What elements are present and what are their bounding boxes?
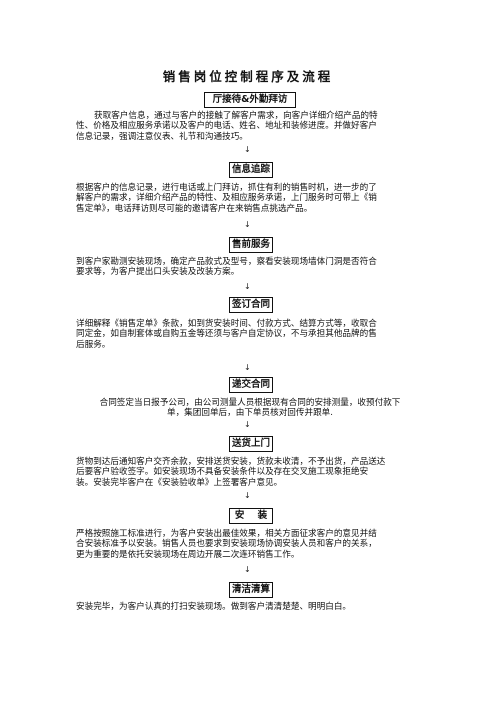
text-line: 合同签定当日报予公司，由公司测量人员根据现有合同的安排测量，收预付款下 [99, 398, 401, 408]
step-heading-followup: 信息追踪 [229, 162, 273, 178]
flow-arrow: ↓ [244, 420, 251, 429]
flow-arrow: ↓ [244, 491, 251, 500]
step-heading-reception: 厅接待&外勤拜访 [204, 92, 296, 108]
text-line: 严格按照施工标准进行，为客户安装出最佳效果，相关方面征求客户的意见并结 [76, 529, 377, 539]
step-heading-submit: 递交合同 [229, 377, 273, 393]
text-line: 后服务。 [76, 339, 111, 350]
text-line: 单，集团回单后，由下单员核对回传并跟单. [166, 408, 333, 419]
page-title: 销售岗位控制程序及流程 [162, 69, 334, 84]
step-text-contract: 详细解释《销售定单》条款，如到货安装时间、付款方式、结算方式等，收取合 同定金，… [76, 319, 377, 350]
step-text-cleanup: 安装完毕，为客户认真的打扫安装现场。做到客户清清楚楚、明明白白。 [76, 602, 351, 612]
text-line: 更为重要的是依托安装现场在周边开展二次连环销售工作。 [76, 549, 300, 560]
text-line: 货物到达后通知客户交齐余款，安排送货安装，货款未收清，不予出货，产品送达 [76, 457, 386, 467]
step-heading-cleanup: 清洁清算 [229, 582, 273, 598]
flow-arrow: ↓ [244, 565, 251, 574]
step-text-presales: 到客户家勘测安装现场，确定产品款式及型号，察看安装现场墙体门洞是否符合 要求等，… [76, 257, 377, 278]
flow-arrow: ↓ [244, 363, 251, 372]
flow-arrow: ↓ [244, 145, 251, 154]
flow-arrow: ↓ [244, 220, 251, 229]
step-heading-delivery: 送货上门 [229, 436, 273, 452]
text-line: 售定单》，电话拜访则尽可能的邀请客户在来销售点挑选产品。 [76, 203, 313, 214]
step-text-reception: 获取客户信息，通过与客户的接触了解客户需求，向客户详细介绍产品的特 性、价格及相… [76, 111, 378, 142]
text-line: 安装完毕，为客户认真的打扫安装现场。做到客户清清楚楚、明明白白。 [76, 602, 352, 612]
text-line: 详细解释《销售定单》条款，如到货安装时间、付款方式、结算方式等，收取合 [76, 319, 377, 329]
text-line: 信息记录，强调注意仪表、礼节和沟通技巧。 [76, 131, 248, 142]
text-line: 合安装标准予以安装。销售人员也要求到安装现场协调安装人员和客户的关系， [76, 539, 377, 550]
step-text-delivery: 货物到达后通知客户交齐余款，安排送货安装，货款未收清，不予出货，产品送达 后要客… [76, 457, 385, 488]
text-line: 后要客户验收签字。如安装现场不具备安装条件以及存在交叉施工现象拒绝安 [76, 467, 369, 478]
text-line: 到客户家勘测安装现场，确定产品款式及型号，察看安装现场墙体门洞是否符合 [76, 257, 377, 267]
text-line: 性、价格及相应服务承诺以及客户的电话、姓名、地址和装修进度。并做好客户 [76, 121, 377, 132]
text-line: 同定金，如自制套体或自购五金等还须与客户自定协议，不与承担其他品牌的售 [76, 329, 377, 340]
text-line: 根据客户的信息记录，进行电话或上门拜访，抓住有利的销售时机，进一步的了 [76, 183, 377, 193]
text-line: 装。安装完毕客户在《安装验收单》上签署客户意见。 [76, 477, 283, 488]
step-text-install: 严格按照施工标准进行，为客户安装出最佳效果，相关方面征求客户的意见并结 合安装标… [76, 529, 377, 560]
flow-arrow: ↓ [244, 282, 251, 291]
text-line: 获取客户信息，通过与客户的接触了解客户需求，向客户详细介绍产品的特 [94, 111, 378, 121]
step-heading-presales: 售前服务 [229, 237, 273, 253]
text-line: 解客户的需求，详细介绍产品的特性、及相应服务承诺，上门服务时可带上《销 [76, 193, 377, 204]
step-heading-install: 安 装 [229, 508, 273, 524]
step-heading-contract: 签订合同 [229, 297, 273, 313]
text-line: 要求等，为客户提出口头安装及改装方案。 [76, 267, 240, 278]
step-text-submit: 合同签定当日报予公司，由公司测量人员根据现有合同的安排测量，收预付款下 单，集团… [80, 398, 420, 419]
step-text-followup: 根据客户的信息记录，进行电话或上门拜访，抓住有利的销售时机，进一步的了 解客户的… [76, 183, 377, 214]
